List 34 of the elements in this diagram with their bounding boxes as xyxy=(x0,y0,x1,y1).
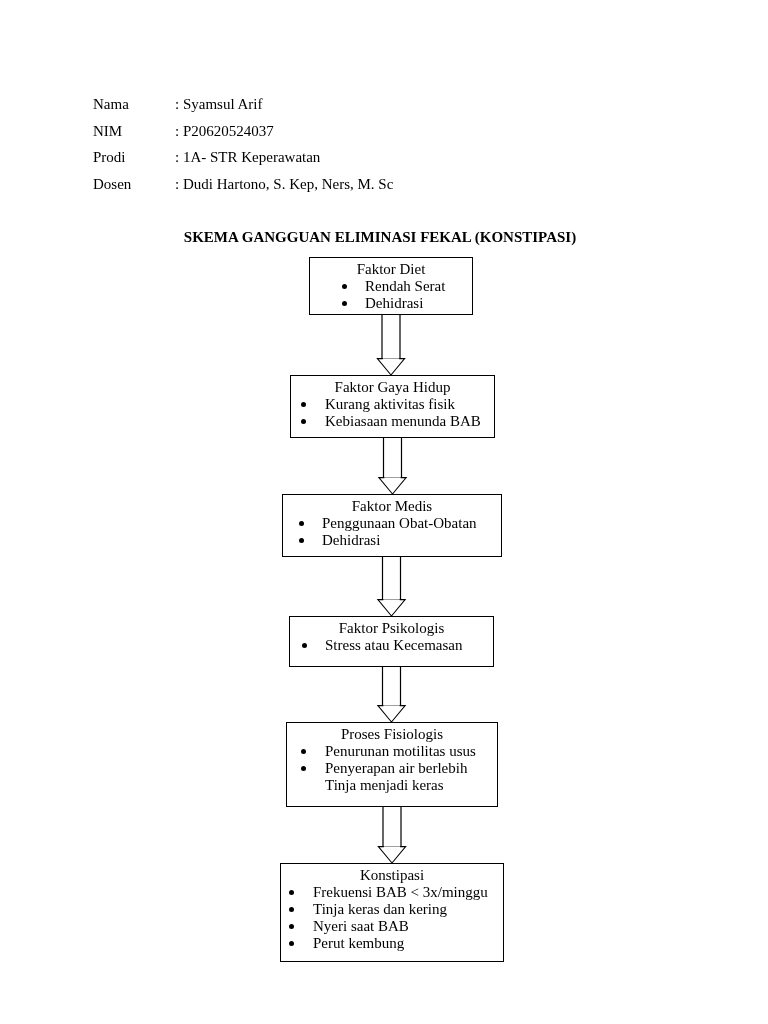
box-heading: Faktor Psikologis xyxy=(337,620,446,637)
list-item-text: Kurang aktivitas fisik xyxy=(325,396,455,413)
list-item-text: Stress atau Kecemasan xyxy=(325,637,463,654)
process-box xyxy=(290,375,495,438)
header-label: Dosen xyxy=(93,176,132,194)
header-label: Nama xyxy=(93,96,129,113)
header-label: NIM xyxy=(93,122,123,140)
box-heading: Konstipasi xyxy=(358,867,426,884)
header-value: : P20620524037 xyxy=(175,122,274,140)
process-box xyxy=(289,616,494,667)
header-value: : 1A- STR Keperawatan xyxy=(175,149,321,167)
list-item-text: Perut kembung xyxy=(313,935,405,952)
box-heading: Faktor Medis xyxy=(350,498,434,515)
list-item-text: Tinja keras dan kering xyxy=(313,901,447,918)
box-heading: Faktor Gaya Hidup xyxy=(333,379,452,396)
process-box xyxy=(280,863,504,962)
process-box xyxy=(286,722,498,807)
list-item-text: Penyerapan air berlebih Tinja menjadi keras xyxy=(325,760,469,794)
list-item-text: Frekuensi BAB < 3x/minggu xyxy=(313,884,488,901)
list-item-text: Kebiasaan menunda BAB xyxy=(325,413,481,430)
diagram-title: SKEMA GANGGUAN ELIMINASI FEKAL (KONSTIPASI) xyxy=(183,229,577,246)
list-item-text: Rendah Serat xyxy=(365,278,446,295)
header-label: Prodi xyxy=(93,149,126,167)
list-item-text: Penggunaan Obat-Obatan xyxy=(322,515,477,532)
process-box xyxy=(309,257,473,315)
list-item-text: Penurunan motilitas usus xyxy=(325,743,476,760)
list-item-text: Nyeri saat BAB xyxy=(313,918,409,935)
box-heading: Faktor Diet xyxy=(355,261,427,278)
header-value: : Syamsul Arif xyxy=(175,96,263,113)
list-item-text: Dehidrasi xyxy=(322,532,381,549)
box-heading: Proses Fisiologis xyxy=(339,726,445,743)
header-value: : Dudi Hartono, S. Kep, Ners, M. Sc xyxy=(175,176,394,194)
process-box xyxy=(282,494,502,557)
list-item-text: Dehidrasi xyxy=(365,295,424,312)
